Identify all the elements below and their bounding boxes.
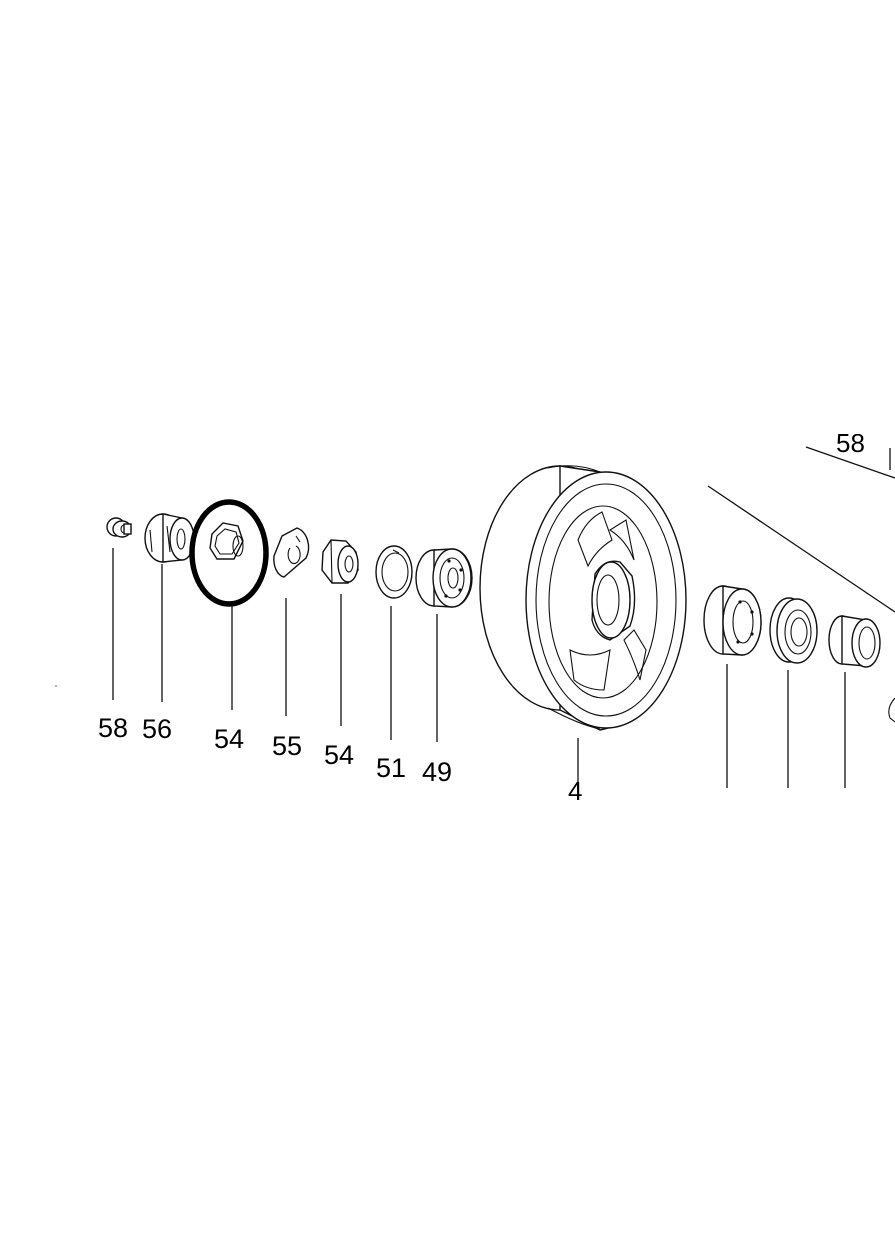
part-56-hub-cap — [144, 513, 195, 563]
highlight-circle — [189, 499, 269, 607]
axle-line-upper — [805, 446, 895, 479]
wheel-drum: 4 — [479, 465, 687, 806]
callout-58: 58 — [98, 713, 128, 743]
seal-ring — [769, 597, 818, 664]
callout-55: 55 — [272, 731, 302, 761]
axle-line-lower — [707, 485, 895, 613]
cropped-part-edge — [888, 697, 895, 723]
leader-lines — [112, 548, 846, 788]
part-58-grease-nipple — [106, 517, 132, 538]
crop-mask — [820, 400, 895, 434]
part-55-lock-washer — [273, 527, 310, 578]
part-51-washer — [375, 545, 413, 599]
part-49-bearing — [415, 548, 473, 608]
callout-56: 56 — [142, 714, 172, 744]
cropped-callout-number: 4 — [568, 776, 582, 806]
spacer-sleeve — [828, 615, 881, 668]
callout-54: 54 — [324, 740, 354, 770]
part-54-hex-nut — [321, 539, 359, 584]
inner-bearing — [703, 585, 762, 656]
callout-49: 49 — [422, 757, 452, 787]
callout-51: 51 — [376, 753, 406, 783]
callout-labels: 58 56 54 55 54 51 49 — [98, 713, 452, 787]
part-54-castle-nut-highlighted — [209, 522, 244, 560]
callout-54-highlighted: 54 — [214, 724, 244, 754]
